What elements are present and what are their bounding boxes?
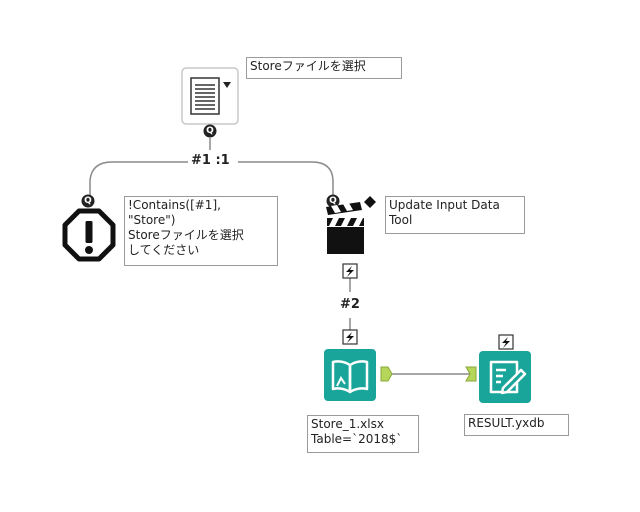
diamond-marker-icon [364, 196, 376, 208]
update-input-data-tool[interactable] [326, 196, 376, 254]
error-input-anchor[interactable] [81, 194, 95, 208]
question-anchor-icon [326, 194, 340, 208]
input-data-tool[interactable] [324, 349, 376, 401]
update-input-anchor[interactable] [326, 194, 340, 208]
input-action-lightning-anchor[interactable] [342, 329, 358, 345]
branch-connection-label: #1 :1 [189, 153, 232, 168]
file-browse-tool[interactable] [181, 67, 239, 125]
lightning-icon [346, 332, 354, 343]
document-pen-icon [489, 360, 527, 395]
input-data-output-anchor[interactable] [380, 366, 393, 382]
q-letter-file: Q [206, 126, 214, 136]
q-letter-error: Q [84, 196, 92, 206]
connection-branch-to-update[interactable] [238, 161, 334, 196]
green-output-anchor-icon [380, 366, 393, 382]
output-data-annotation: RESULT.yxdb [464, 414, 569, 436]
green-input-anchor-icon [465, 366, 477, 382]
document-icon [190, 77, 220, 115]
book-icon [331, 360, 369, 394]
output-data-input-anchor[interactable] [465, 366, 477, 382]
lightning-icon [346, 266, 354, 277]
q-letter-update: Q [329, 196, 337, 206]
connection-branch-to-error[interactable] [89, 161, 188, 196]
update-input-annotation: Update Input Data Tool [385, 196, 525, 234]
clapperboard-icon [326, 202, 364, 254]
file-browse-output-anchor[interactable] [203, 124, 217, 138]
output-data-tool[interactable] [479, 351, 531, 403]
output-action-lightning-anchor[interactable] [498, 334, 514, 350]
action-connection-label: #2 [338, 297, 362, 312]
lightning-icon [502, 337, 510, 348]
dropdown-triangle-icon [223, 82, 231, 88]
question-anchor-icon [81, 194, 95, 208]
question-anchor-icon [203, 124, 217, 138]
file-browse-annotation: Storeファイルを選択 [246, 57, 402, 79]
update-output-lightning-anchor[interactable] [342, 263, 358, 279]
input-data-annotation: Store_1.xlsx Table=`2018$` [307, 415, 419, 453]
error-message-annotation: !Contains([#1], "Store") Storeファイルを選択 して… [124, 196, 278, 266]
error-message-tool[interactable] [62, 208, 116, 262]
